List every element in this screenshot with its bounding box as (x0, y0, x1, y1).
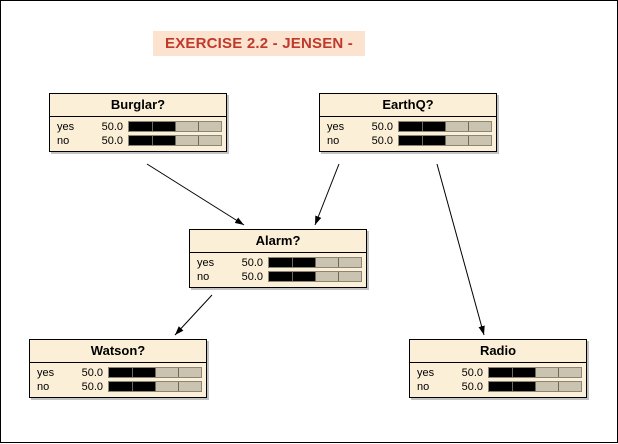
bar-tick (132, 382, 133, 391)
state-value: 50.0 (101, 120, 123, 133)
bar-tick (422, 136, 423, 145)
bar-tick (468, 136, 469, 145)
bar-tick (152, 136, 153, 145)
state-bar (398, 135, 492, 146)
bar-tick (558, 368, 559, 377)
bar-tick (512, 368, 513, 377)
node-watson[interactable]: Watson? yes 50.0 no 50.0 (29, 339, 207, 398)
bar-tick (468, 122, 469, 131)
state-label: yes (417, 366, 435, 379)
bar-tick (535, 382, 536, 391)
node-burglar-body: yes 50.0 no 50.0 (50, 117, 226, 151)
state-bar (398, 121, 492, 132)
state-label: no (57, 134, 70, 147)
diagram-title-text: EXERCISE 2.2 - JENSEN - (165, 35, 353, 52)
state-row[interactable]: no 50.0 (54, 134, 222, 147)
state-row[interactable]: no 50.0 (324, 134, 492, 147)
state-row[interactable]: no 50.0 (194, 270, 362, 283)
state-bar (268, 271, 362, 282)
bar-tick (152, 122, 153, 131)
node-alarm-body: yes 50.0 no 50.0 (190, 253, 366, 287)
bar-tick (155, 382, 156, 391)
bar-tick (292, 272, 293, 281)
edge-burglar-alarm (146, 163, 245, 226)
bar-tick (132, 368, 133, 377)
state-value: 50.0 (371, 120, 393, 133)
state-label: no (197, 270, 210, 283)
bar-tick (535, 368, 536, 377)
node-radio-body: yes 50.0 no 50.0 (410, 363, 586, 397)
node-earthq[interactable]: EarthQ? yes 50.0 no 50.0 (319, 93, 497, 152)
state-label: yes (57, 120, 75, 133)
diagram-title: EXERCISE 2.2 - JENSEN - (153, 31, 365, 56)
edge-earthq-radio (436, 163, 485, 336)
state-value: 50.0 (461, 366, 483, 379)
bar-tick (512, 382, 513, 391)
node-earthq-body: yes 50.0 no 50.0 (320, 117, 496, 151)
node-watson-body: yes 50.0 no 50.0 (30, 363, 206, 397)
bar-tick (315, 258, 316, 267)
state-value: 50.0 (81, 366, 103, 379)
state-label: no (327, 134, 340, 147)
state-value: 50.0 (241, 270, 263, 283)
bar-tick (178, 368, 179, 377)
state-row[interactable]: no 50.0 (414, 380, 582, 393)
state-bar (128, 121, 222, 132)
bar-tick (292, 258, 293, 267)
state-value: 50.0 (241, 256, 263, 269)
bar-tick (155, 368, 156, 377)
bar-tick (338, 272, 339, 281)
state-bar (108, 381, 202, 392)
state-label: yes (197, 256, 215, 269)
bar-tick (445, 122, 446, 131)
state-row[interactable]: yes 50.0 (194, 256, 362, 269)
node-alarm-title: Alarm? (190, 230, 366, 253)
state-bar (488, 381, 582, 392)
node-burglar[interactable]: Burglar? yes 50.0 no 50.0 (49, 93, 227, 152)
bar-tick (175, 122, 176, 131)
state-bar (108, 367, 202, 378)
bar-tick (198, 122, 199, 131)
bar-tick (445, 136, 446, 145)
state-value: 50.0 (101, 134, 123, 147)
bar-tick (198, 136, 199, 145)
state-row[interactable]: yes 50.0 (414, 366, 582, 379)
state-label: no (417, 380, 430, 393)
state-row[interactable]: yes 50.0 (54, 120, 222, 133)
bar-tick (178, 382, 179, 391)
state-label: yes (37, 366, 55, 379)
node-watson-title: Watson? (30, 340, 206, 363)
state-bar (488, 367, 582, 378)
bar-tick (422, 122, 423, 131)
state-bar (268, 257, 362, 268)
state-row[interactable]: no 50.0 (34, 380, 202, 393)
node-earthq-title: EarthQ? (320, 94, 496, 117)
state-value: 50.0 (81, 380, 103, 393)
bar-tick (338, 258, 339, 267)
node-burglar-title: Burglar? (50, 94, 226, 117)
bar-tick (175, 136, 176, 145)
node-radio[interactable]: Radio yes 50.0 no 50.0 (409, 339, 587, 398)
state-row[interactable]: yes 50.0 (324, 120, 492, 133)
bar-tick (315, 272, 316, 281)
state-row[interactable]: yes 50.0 (34, 366, 202, 379)
bar-tick (558, 382, 559, 391)
edge-earthq-alarm (314, 163, 340, 226)
state-label: no (37, 380, 50, 393)
state-label: yes (327, 120, 345, 133)
state-bar (128, 135, 222, 146)
state-value: 50.0 (461, 380, 483, 393)
state-value: 50.0 (371, 134, 393, 147)
edge-alarm-watson (174, 294, 213, 336)
node-radio-title: Radio (410, 340, 586, 363)
node-alarm[interactable]: Alarm? yes 50.0 no 50.0 (189, 229, 367, 288)
